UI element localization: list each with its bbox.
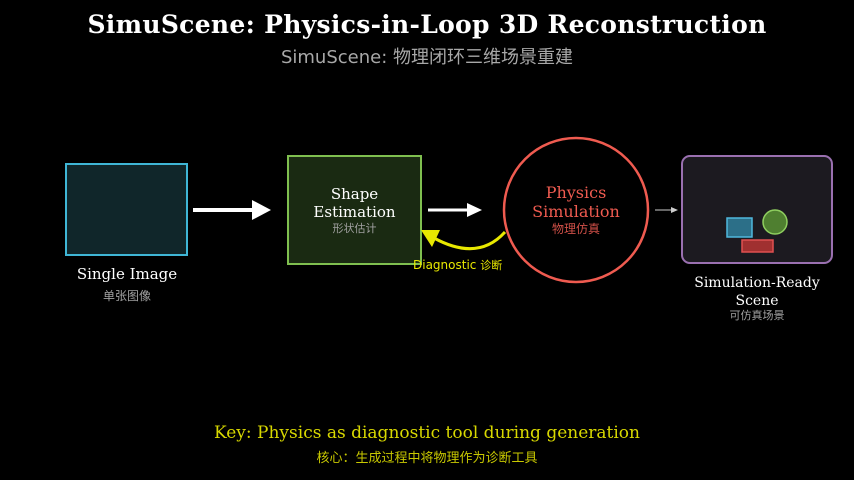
scene-green-sphere [762,209,788,235]
simulation-ready-sublabel: 可仿真场景 [729,309,785,322]
single-image-label: Single Image [76,265,178,283]
scene-blue-cube [726,217,753,238]
physics-simulation-sublabel: 物理仿真 [551,222,600,236]
physics-simulation-label-line2: Simulation [532,202,620,221]
shape-estimation-label-line1: Shape [330,185,379,203]
scene-red-slab [741,239,774,253]
shape-estimation-sublabel: 形状估计 [332,222,377,235]
physics-simulation-circle [502,136,650,284]
simulation-ready-label-line2: Scene [735,293,779,309]
single-image-sublabel: 单张图像 [102,289,151,303]
diagnostic-label-zh: 诊断 [480,259,503,272]
diagnostic-feedback-arrow [421,230,507,251]
diagram-title: SimuScene: Physics-in-Loop 3D Reconstruc… [87,10,767,39]
arrow-image-to-shape [193,200,271,220]
key-statement-zh: 核心：生成过程中将物理作为诊断工具 [316,451,538,466]
diagram-subtitle: SimuScene: 物理闭环三维场景重建 [280,47,574,68]
simulation-ready-scene-box [681,155,833,264]
simulation-ready-label-line1: Simulation-Ready [694,275,820,291]
key-statement: Key: Physics as diagnostic tool during g… [214,423,640,443]
single-image-box [65,163,188,256]
arrow-physics-to-scene [655,207,678,213]
diagnostic-label: Diagnostic 诊断 [413,257,502,273]
diagnostic-label-en: Diagnostic [413,258,477,272]
physics-simulation-label-line1: Physics [545,183,607,202]
shape-estimation-box [287,155,422,265]
arrow-shape-to-physics [428,203,482,217]
shape-estimation-label-line2: Estimation [313,203,396,221]
